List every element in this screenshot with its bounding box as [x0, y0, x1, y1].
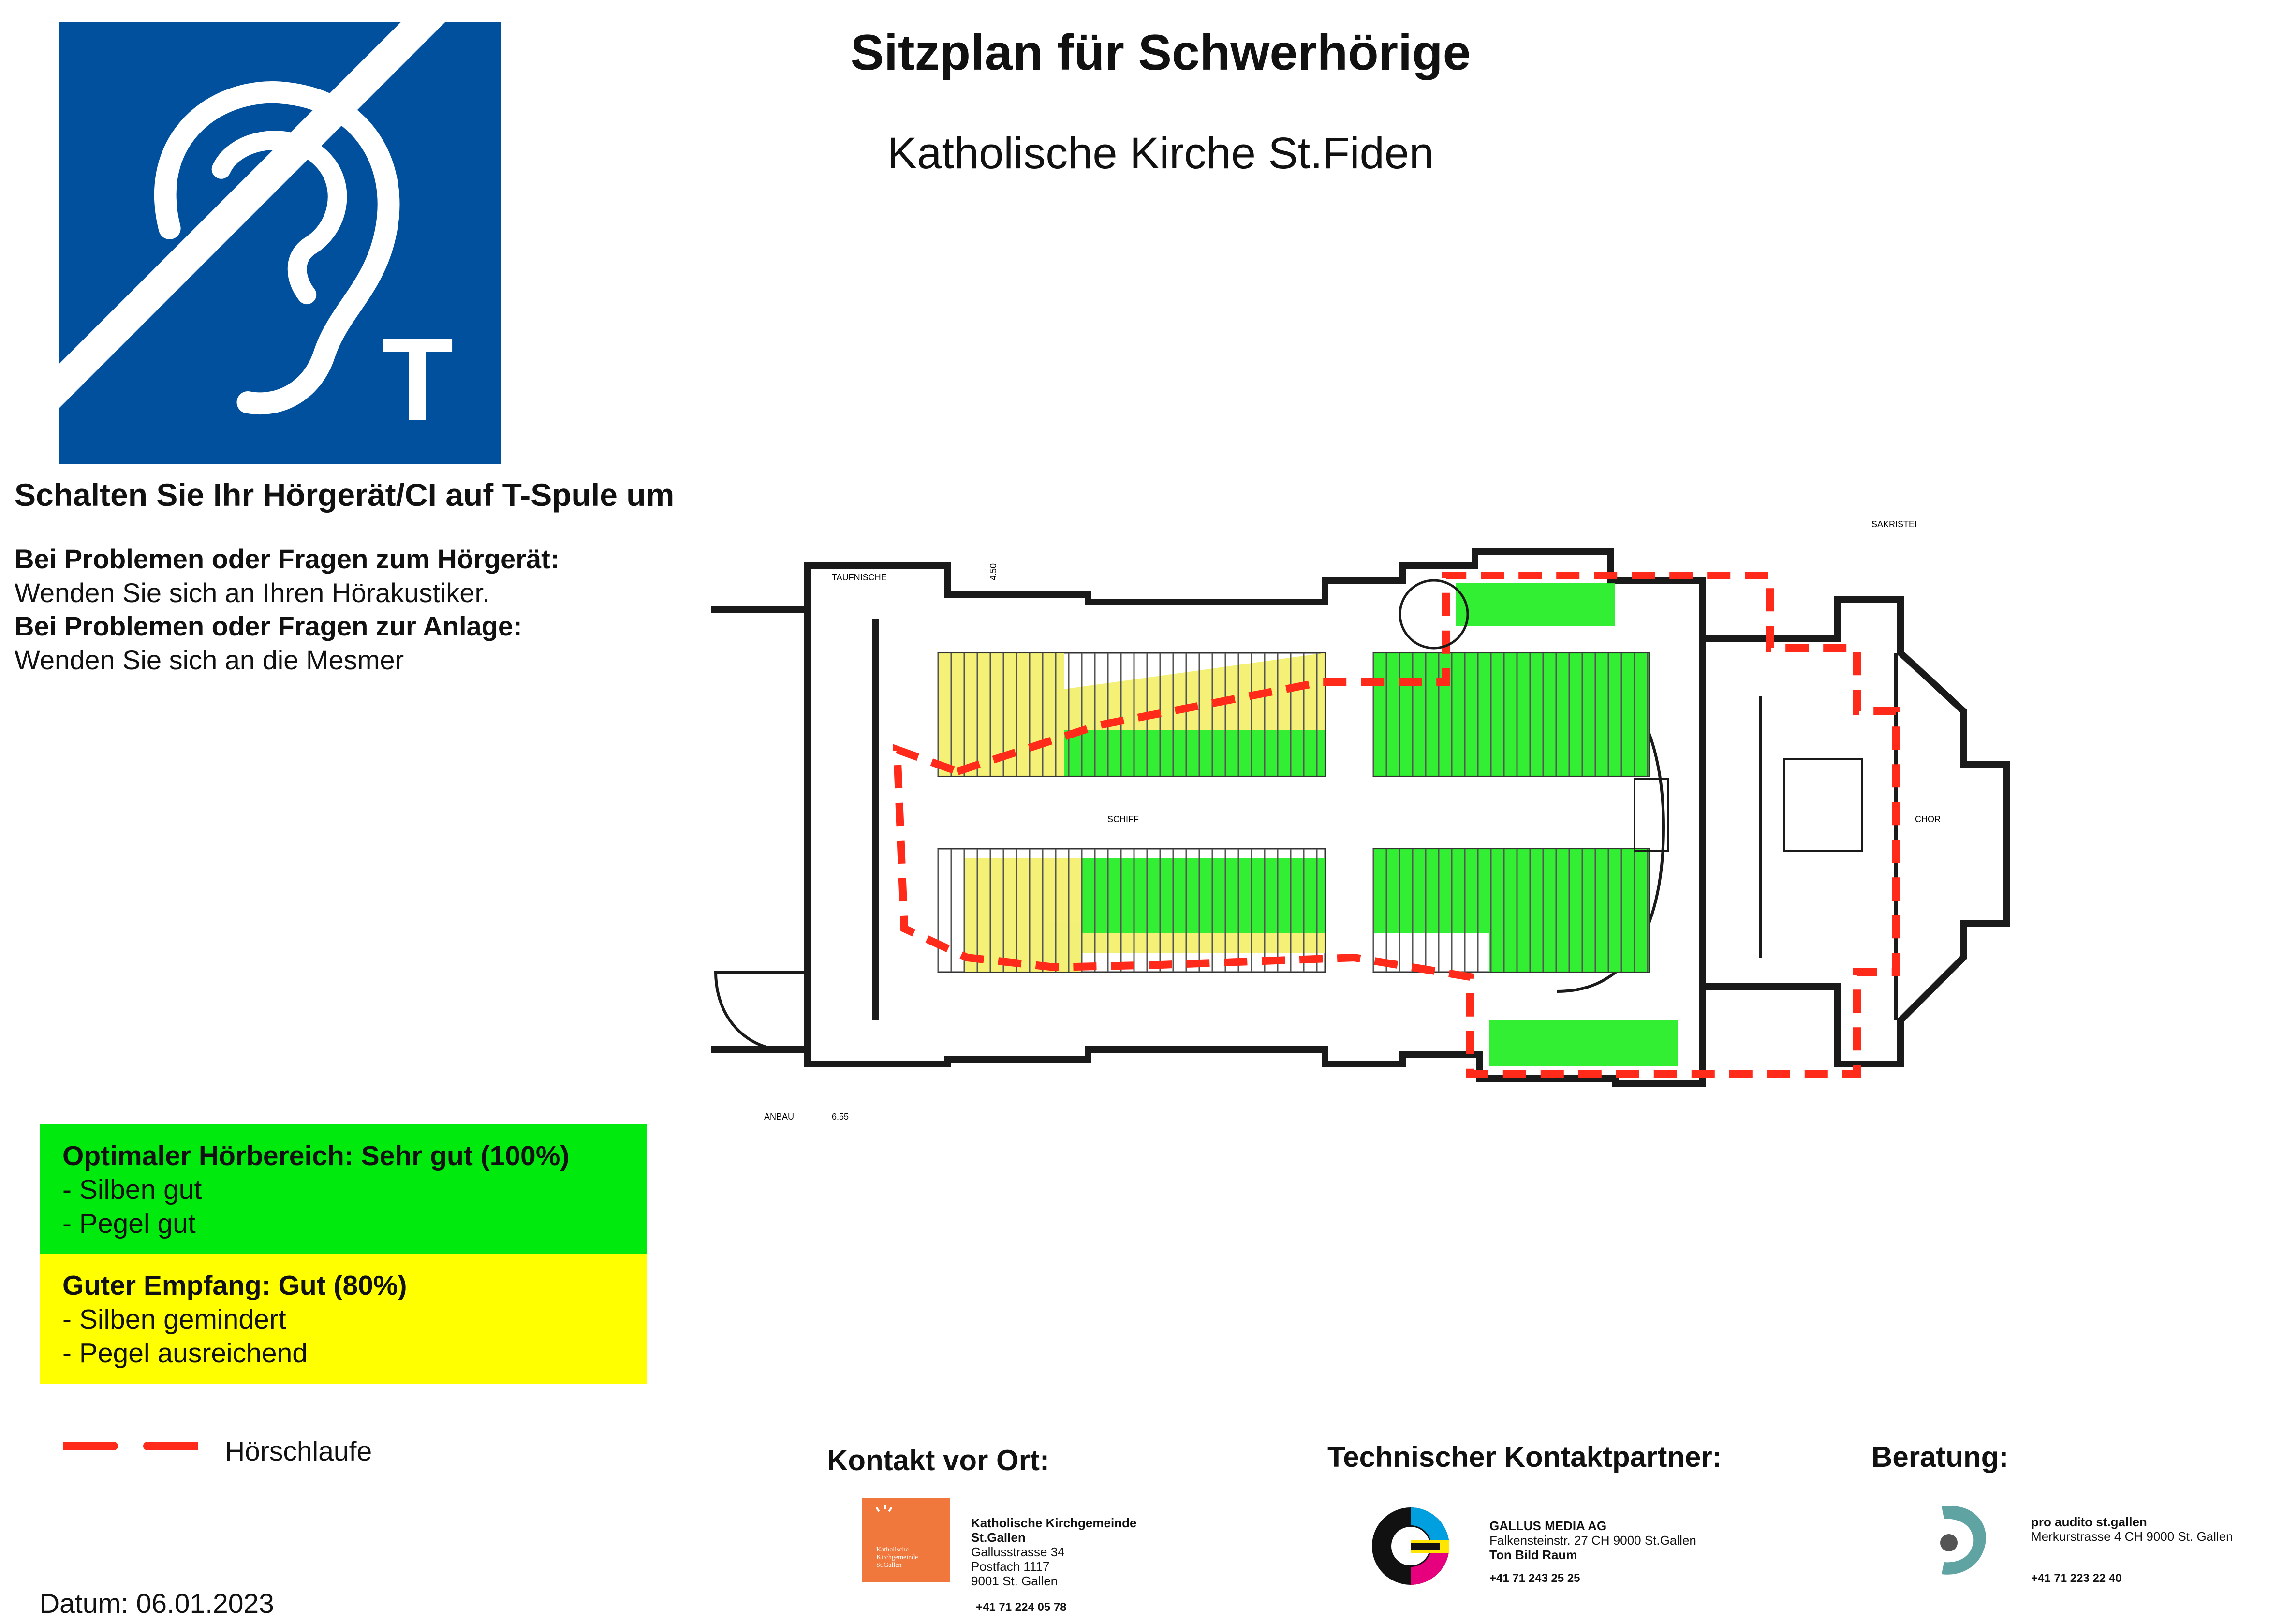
- legend-good-line1: - Silben gemindert: [62, 1304, 286, 1335]
- kirchgemeinde-logo-text2: St.Gallen: [876, 1562, 902, 1569]
- contact-technisch-line2: Ton Bild Raum: [1489, 1548, 1577, 1562]
- legend-optimal-line1: - Silben gut: [62, 1174, 202, 1205]
- hoergeraet-text: Wenden Sie sich an Ihren Hörakustiker.: [15, 577, 490, 608]
- label-taufnische: TAUFNISCHE: [832, 573, 887, 582]
- contact-vor-ort-line2: Postfach 1117: [971, 1559, 1050, 1574]
- contact-technisch-name: GALLUS MEDIA AG: [1489, 1519, 1607, 1533]
- hearing-loop-t-symbol-icon: T: [59, 22, 501, 464]
- church-floor-plan: TAUFNISCHE SAKRISTEI SCHIFF CHOR ANBAU 6…: [711, 519, 2010, 1122]
- contact-technisch-phone: +41 71 243 25 25: [1489, 1572, 1580, 1585]
- contact-technisch-line1: Falkensteinstr. 27 CH 9000 St.Gallen: [1489, 1533, 1696, 1548]
- contact-vor-ort-name1: Katholische Kirchgemeinde: [971, 1516, 1137, 1530]
- contact-vor-ort-name2: St.Gallen: [971, 1530, 1026, 1545]
- page-subtitle: Katholische Kirche St.Fiden: [887, 129, 1434, 178]
- pro-audito-logo-icon: [1940, 1506, 1986, 1575]
- hearing-loop-label: Hörschlaufe: [225, 1436, 372, 1467]
- gallus-media-logo-icon: [1372, 1507, 1449, 1585]
- anlage-text: Wenden Sie sich an die Mesmer: [15, 645, 404, 675]
- contact-beratung-line1: Merkurstrasse 4 CH 9000 St. Gallen: [2031, 1529, 2233, 1544]
- contact-technisch-heading: Technischer Kontaktpartner:: [1327, 1441, 1722, 1473]
- pew-lines: [937, 653, 1649, 972]
- contact-vor-ort-line1: Gallusstrasse 34: [971, 1545, 1065, 1559]
- contact-beratung-phone: +41 71 223 22 40: [2031, 1572, 2122, 1585]
- staircase-nw: [1399, 579, 1469, 650]
- contact-vor-ort-details: Katholische Kirchgemeinde St.Gallen Gall…: [971, 1516, 1136, 1588]
- legend-good: Guter Empfang: Gut (80%) - Silben gemind…: [40, 1254, 647, 1384]
- label-sakristei: SAKRISTEI: [1871, 519, 1917, 529]
- legend-good-line2: - Pegel ausreichend: [62, 1338, 308, 1369]
- hearing-loop-legend-line: [63, 1442, 198, 1450]
- staircase-sw: [714, 971, 809, 1051]
- floorplan-walls: [711, 548, 2010, 1087]
- kirchgemeinde-logo-text1: Katholische Kirchgemeinde: [876, 1546, 918, 1561]
- contact-beratung-name: pro audito st.gallen: [2031, 1515, 2147, 1529]
- contact-vor-ort-phone: +41 71 224 05 78: [976, 1601, 1067, 1614]
- kirchgemeinde-logo-icon: [875, 1505, 893, 1512]
- logo-letter: T: [382, 313, 454, 445]
- contact-beratung-heading: Beratung:: [1871, 1441, 2009, 1473]
- date-label: Datum: 06.01.2023: [40, 1588, 274, 1619]
- page-title: Sitzplan für Schwerhörige: [850, 25, 1471, 81]
- kirchgemeinde-logo: Katholische Kirchgemeinde St.Gallen: [862, 1498, 950, 1582]
- tspule-instruction: Schalten Sie Ihr Hörgerät/CI auf T-Spule…: [15, 477, 675, 513]
- contact-vor-ort-heading: Kontakt vor Ort:: [827, 1444, 1050, 1476]
- legend-good-heading: Guter Empfang: Gut (80%): [62, 1270, 407, 1301]
- anlage-heading: Bei Problemen oder Fragen zur Anlage:: [15, 611, 522, 641]
- legend-optimal: Optimaler Hörbereich: Sehr gut (100%) - …: [40, 1124, 647, 1254]
- label-chor: CHOR: [1915, 814, 1941, 824]
- hearing-loop-path: [893, 572, 1900, 1078]
- choir-altar: [1783, 758, 1863, 852]
- hoergeraet-heading: Bei Problemen oder Fragen zum Hörgerät:: [15, 544, 560, 574]
- altar: [1634, 778, 1669, 852]
- contact-technisch-details: GALLUS MEDIA AG Falkensteinstr. 27 CH 90…: [1489, 1519, 1696, 1562]
- label-anbau: ANBAU: [764, 1112, 794, 1122]
- label-anbau-dim: 6.55: [832, 1112, 849, 1122]
- legend-optimal-line2: - Pegel gut: [62, 1208, 196, 1239]
- label-dim-top: 4.50: [988, 563, 998, 580]
- legend-optimal-heading: Optimaler Hörbereich: Sehr gut (100%): [62, 1140, 570, 1171]
- contact-vor-ort-line3: 9001 St. Gallen: [971, 1574, 1058, 1588]
- contact-beratung-details: pro audito st.gallen Merkurstrasse 4 CH …: [2031, 1515, 2233, 1544]
- label-schiff: SCHIFF: [1107, 814, 1139, 824]
